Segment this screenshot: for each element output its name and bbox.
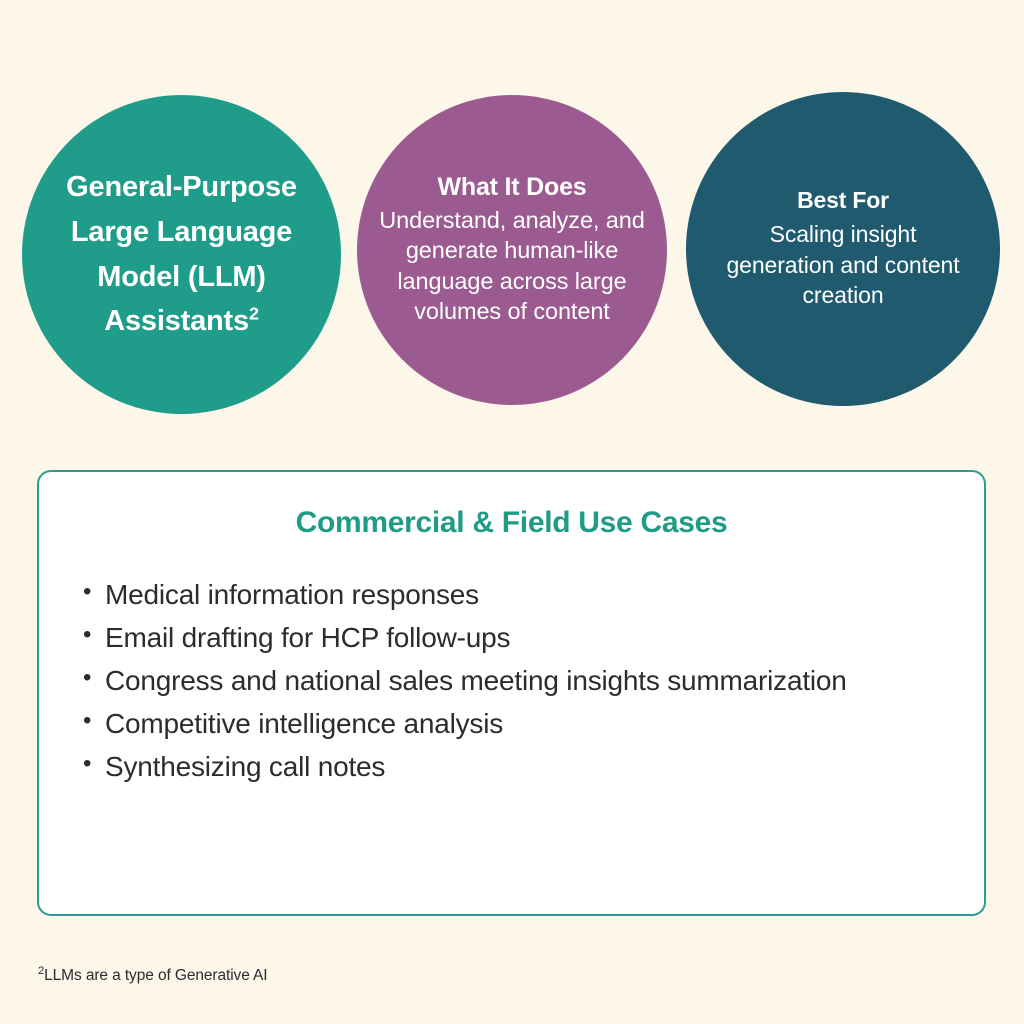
- footnote: 2LLMs are a type of Generative AI: [38, 964, 268, 985]
- use-cases-card: Commercial & Field Use Cases Medical inf…: [37, 470, 986, 916]
- circle-best-for-body: Scaling insight generation and content c…: [726, 221, 960, 309]
- footnote-marker: 2: [38, 964, 45, 977]
- list-item: Email drafting for HCP follow-ups: [81, 617, 942, 659]
- circle-best-for-heading: Best For: [797, 187, 889, 214]
- use-cases-list: Medical information responses Email draf…: [81, 574, 942, 788]
- list-item: Synthesizing call notes: [81, 746, 942, 788]
- circles-row: General-Purpose Large Language Model (LL…: [0, 0, 1024, 440]
- list-item: Competitive intelligence analysis: [81, 703, 942, 745]
- list-item: Medical information responses: [81, 574, 942, 616]
- circle-llm-assistants: General-Purpose Large Language Model (LL…: [22, 95, 341, 414]
- circle-what-it-does: What It Does Understand, analyze, and ge…: [357, 95, 667, 405]
- use-cases-card-title: Commercial & Field Use Cases: [295, 506, 728, 539]
- list-item: Congress and national sales meeting insi…: [81, 660, 942, 702]
- circle-llm-assistants-heading: General-Purpose Large Language Model (LL…: [66, 170, 297, 338]
- footnote-marker-superscript: 2: [248, 303, 259, 324]
- circle-what-it-does-body: Understand, analyze, and generate human-…: [379, 206, 645, 325]
- circle-best-for: Best For Scaling insight generation and …: [686, 92, 1000, 406]
- footnote-text: LLMs are a type of Generative AI: [44, 967, 268, 984]
- circle-what-it-does-heading: What It Does: [437, 173, 587, 202]
